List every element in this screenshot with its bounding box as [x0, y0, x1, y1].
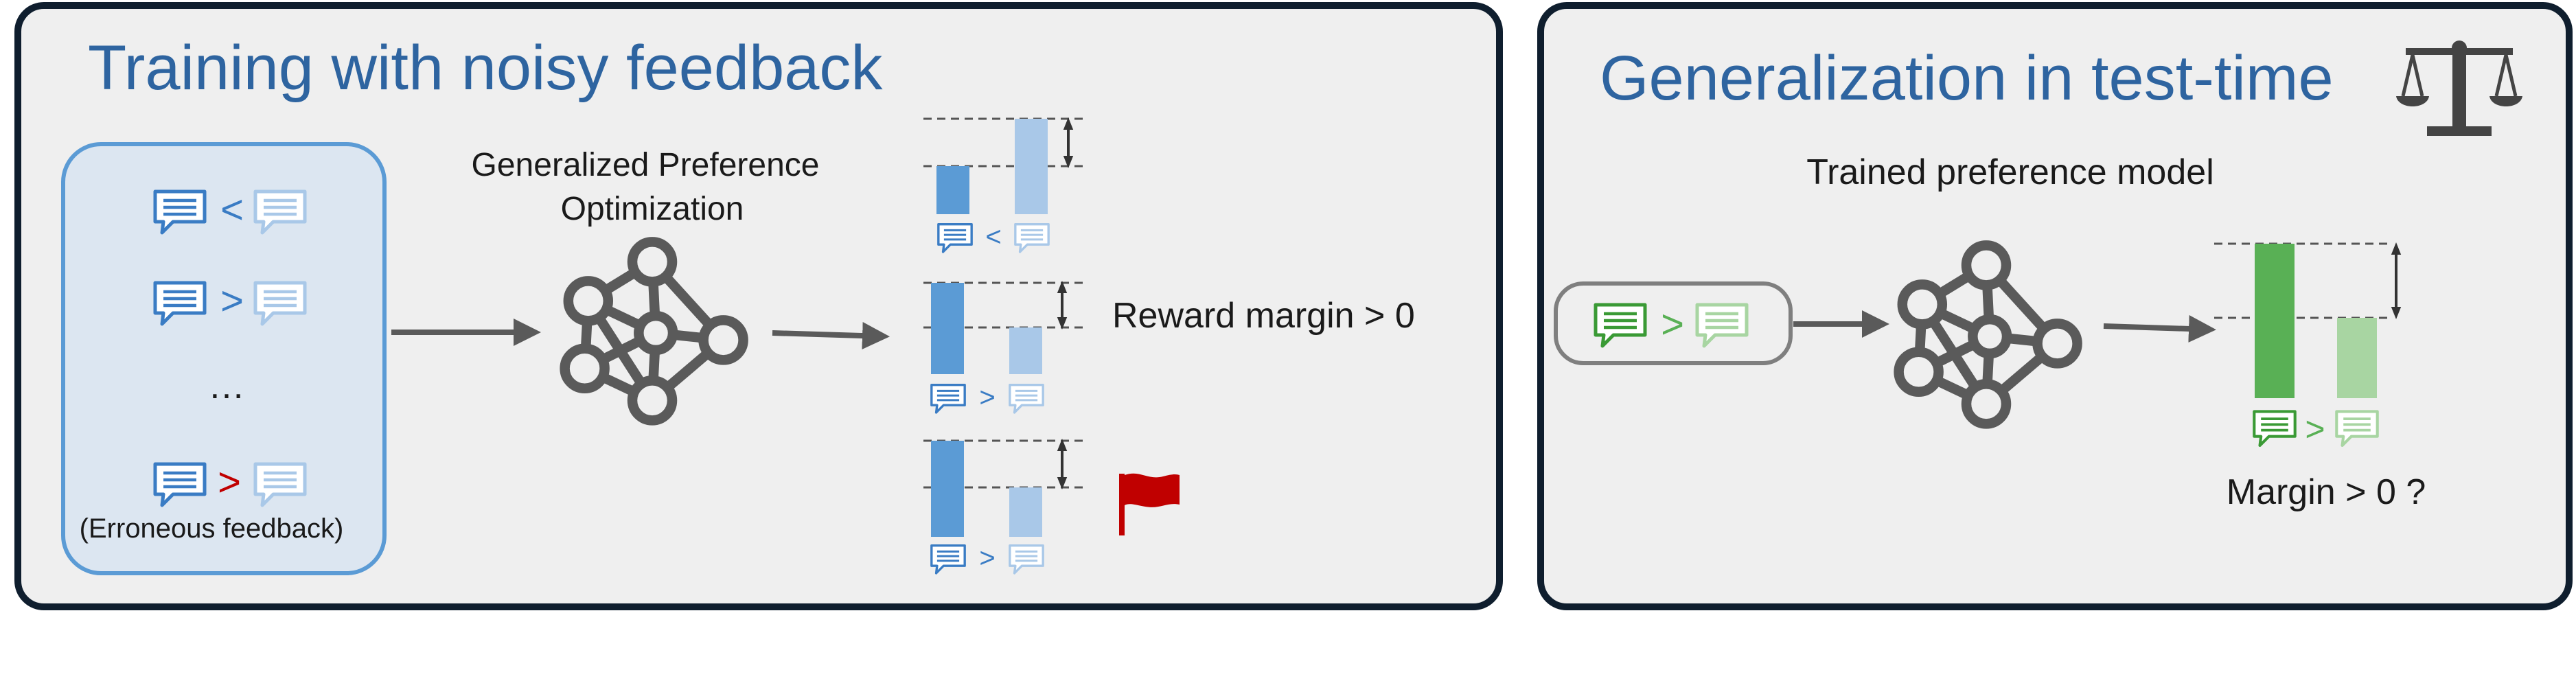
comparison-row-1: <: [155, 187, 305, 233]
bar-comparison-sign: >: [979, 382, 995, 413]
rejected-reward-bar: [2337, 318, 2377, 398]
chosen-reward-bar: [2255, 244, 2295, 398]
comparison-sign: >: [220, 279, 244, 323]
comparison-row-erroneous: >: [155, 460, 305, 505]
erroneous-feedback-note: (Erroneous feedback): [80, 513, 344, 544]
chosen-reward-bar: [931, 441, 964, 537]
bar-comparison-sign: >: [979, 543, 995, 573]
left-panel-title: Training with noisy feedback: [88, 33, 883, 103]
rejected-reward-bar: [1015, 119, 1048, 214]
comparison-sign-erroneous: >: [218, 460, 241, 505]
chosen-reward-bar: [936, 166, 969, 214]
arrow-model-to-margins: [772, 322, 890, 350]
test-comparison-sign: >: [1661, 302, 1684, 347]
margin-bar-group-2: >: [923, 281, 1085, 414]
rejected-reward-bar: [1009, 487, 1042, 537]
gpo-label-line1: Generalized Preference: [472, 147, 820, 183]
bar-comparison-sign: <: [985, 222, 1001, 252]
rejected-reward-bar: [1009, 327, 1042, 374]
right-panel: [1537, 2, 2573, 610]
gpo-label-line2: Optimization: [561, 191, 744, 227]
margin-bar-group-1: <: [923, 117, 1085, 253]
test-output-sign: >: [2305, 410, 2325, 448]
ellipsis: …: [208, 365, 245, 406]
reward-margin-label: Reward margin > 0: [1112, 296, 1415, 336]
margin-bar-group-3: >: [923, 439, 1085, 575]
margin-question-label: Margin > 0 ?: [2227, 472, 2426, 512]
test-margin-bars: >: [2214, 242, 2402, 448]
comparison-sign: <: [220, 187, 244, 232]
trained-model-label: Trained preference model: [1806, 152, 2214, 192]
comparison-row-2: >: [155, 279, 305, 324]
balance-scale-icon: [2396, 41, 2522, 136]
left-panel: [14, 2, 1503, 610]
chosen-reward-bar: [931, 283, 964, 374]
arrow-model-to-margin: [2103, 314, 2216, 343]
red-flag-icon: [1119, 473, 1180, 535]
right-panel-title: Generalization in test-time: [1600, 43, 2334, 113]
